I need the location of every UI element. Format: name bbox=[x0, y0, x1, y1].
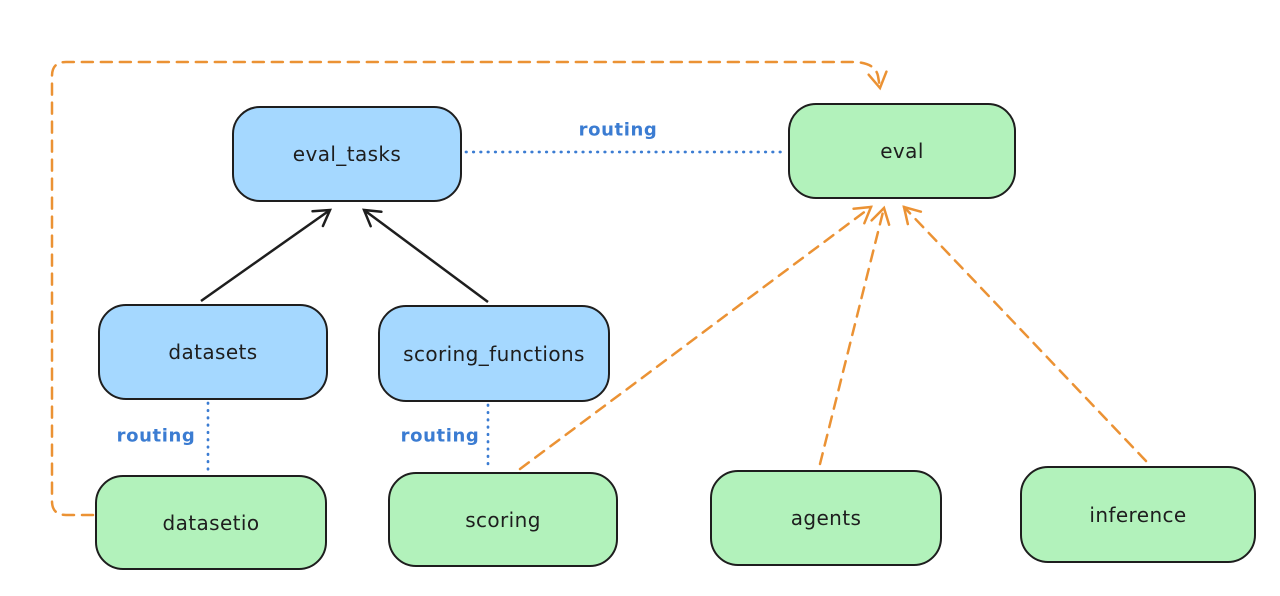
edge-agents-to-eval bbox=[818, 205, 891, 466]
node-agents: agents bbox=[710, 470, 942, 566]
node-eval-label: eval bbox=[880, 139, 924, 163]
node-scoring-functions-label: scoring_functions bbox=[403, 341, 585, 366]
node-eval-tasks-label: eval_tasks bbox=[292, 142, 402, 166]
routing-label-scoring: routing bbox=[400, 425, 480, 447]
edge-scoring-to-eval bbox=[518, 205, 873, 471]
edge-datasetio-to-eval bbox=[50, 60, 888, 517]
node-eval-tasks: eval_tasks bbox=[232, 106, 462, 202]
node-datasets: datasets bbox=[98, 304, 328, 400]
node-agents-label: agents bbox=[790, 506, 862, 530]
node-scoring-label: scoring bbox=[465, 507, 541, 532]
node-datasetio-label: datasetio bbox=[162, 510, 260, 535]
node-inference-label: inference bbox=[1089, 502, 1187, 527]
edge-scoring-functions-to-eval-tasks bbox=[362, 208, 489, 304]
edge-datasets-to-eval-tasks bbox=[200, 208, 332, 303]
routing-label-top: routing bbox=[578, 119, 658, 141]
node-scoring: scoring bbox=[388, 472, 618, 567]
node-datasets-label: datasets bbox=[168, 340, 258, 364]
node-scoring-functions: scoring_functions bbox=[378, 305, 610, 402]
node-eval: eval bbox=[788, 103, 1016, 199]
routing-label-datasets: routing bbox=[116, 425, 196, 447]
edge-inference-to-eval bbox=[902, 205, 1148, 463]
node-inference: inference bbox=[1020, 466, 1256, 563]
node-datasetio: datasetio bbox=[95, 475, 327, 570]
